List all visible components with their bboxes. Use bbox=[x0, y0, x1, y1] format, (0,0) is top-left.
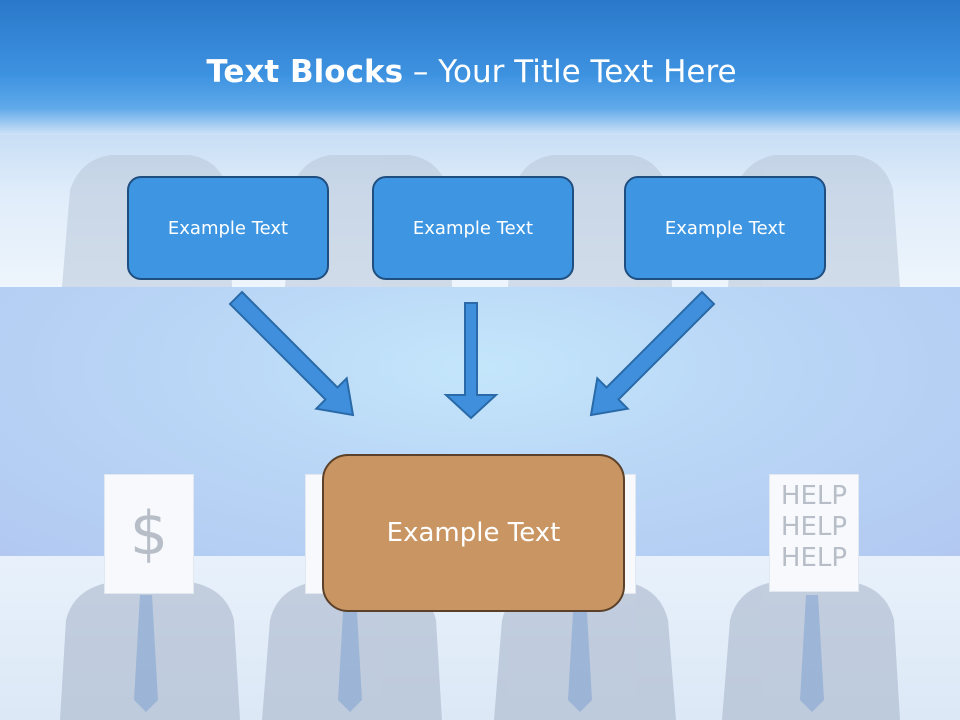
dollar-symbol: $ bbox=[129, 499, 169, 569]
title-rest: Your Title Text Here bbox=[438, 54, 737, 90]
top-text-box-1[interactable]: Example Text bbox=[127, 176, 329, 280]
help-line: HELP bbox=[780, 481, 848, 511]
title-bold-part: Text Blocks bbox=[206, 54, 404, 90]
title-separator: – bbox=[403, 54, 439, 90]
slide-title[interactable]: Text Blocks – Your Title Text Here bbox=[0, 54, 943, 90]
top-text-box-label: Example Text bbox=[412, 217, 534, 239]
dollar-sign-card: $ bbox=[104, 474, 194, 594]
help-line: HELP bbox=[780, 543, 848, 573]
top-text-box-2[interactable]: Example Text bbox=[372, 176, 574, 280]
arrow-left-diagonal[interactable] bbox=[228, 290, 355, 417]
top-text-box-3[interactable]: Example Text bbox=[624, 176, 826, 280]
main-text-box[interactable]: Example Text bbox=[322, 454, 625, 612]
top-text-box-label: Example Text bbox=[664, 217, 786, 239]
top-text-box-label: Example Text bbox=[167, 217, 289, 239]
title-bar: Text Blocks – Your Title Text Here bbox=[0, 0, 960, 135]
arrow-right-diagonal[interactable] bbox=[589, 290, 716, 417]
main-text-box-label: Example Text bbox=[386, 518, 561, 548]
help-line: HELP bbox=[780, 512, 848, 542]
arrow-center-down[interactable] bbox=[443, 302, 499, 420]
help-sign-card: HELP HELP HELP bbox=[769, 474, 859, 592]
